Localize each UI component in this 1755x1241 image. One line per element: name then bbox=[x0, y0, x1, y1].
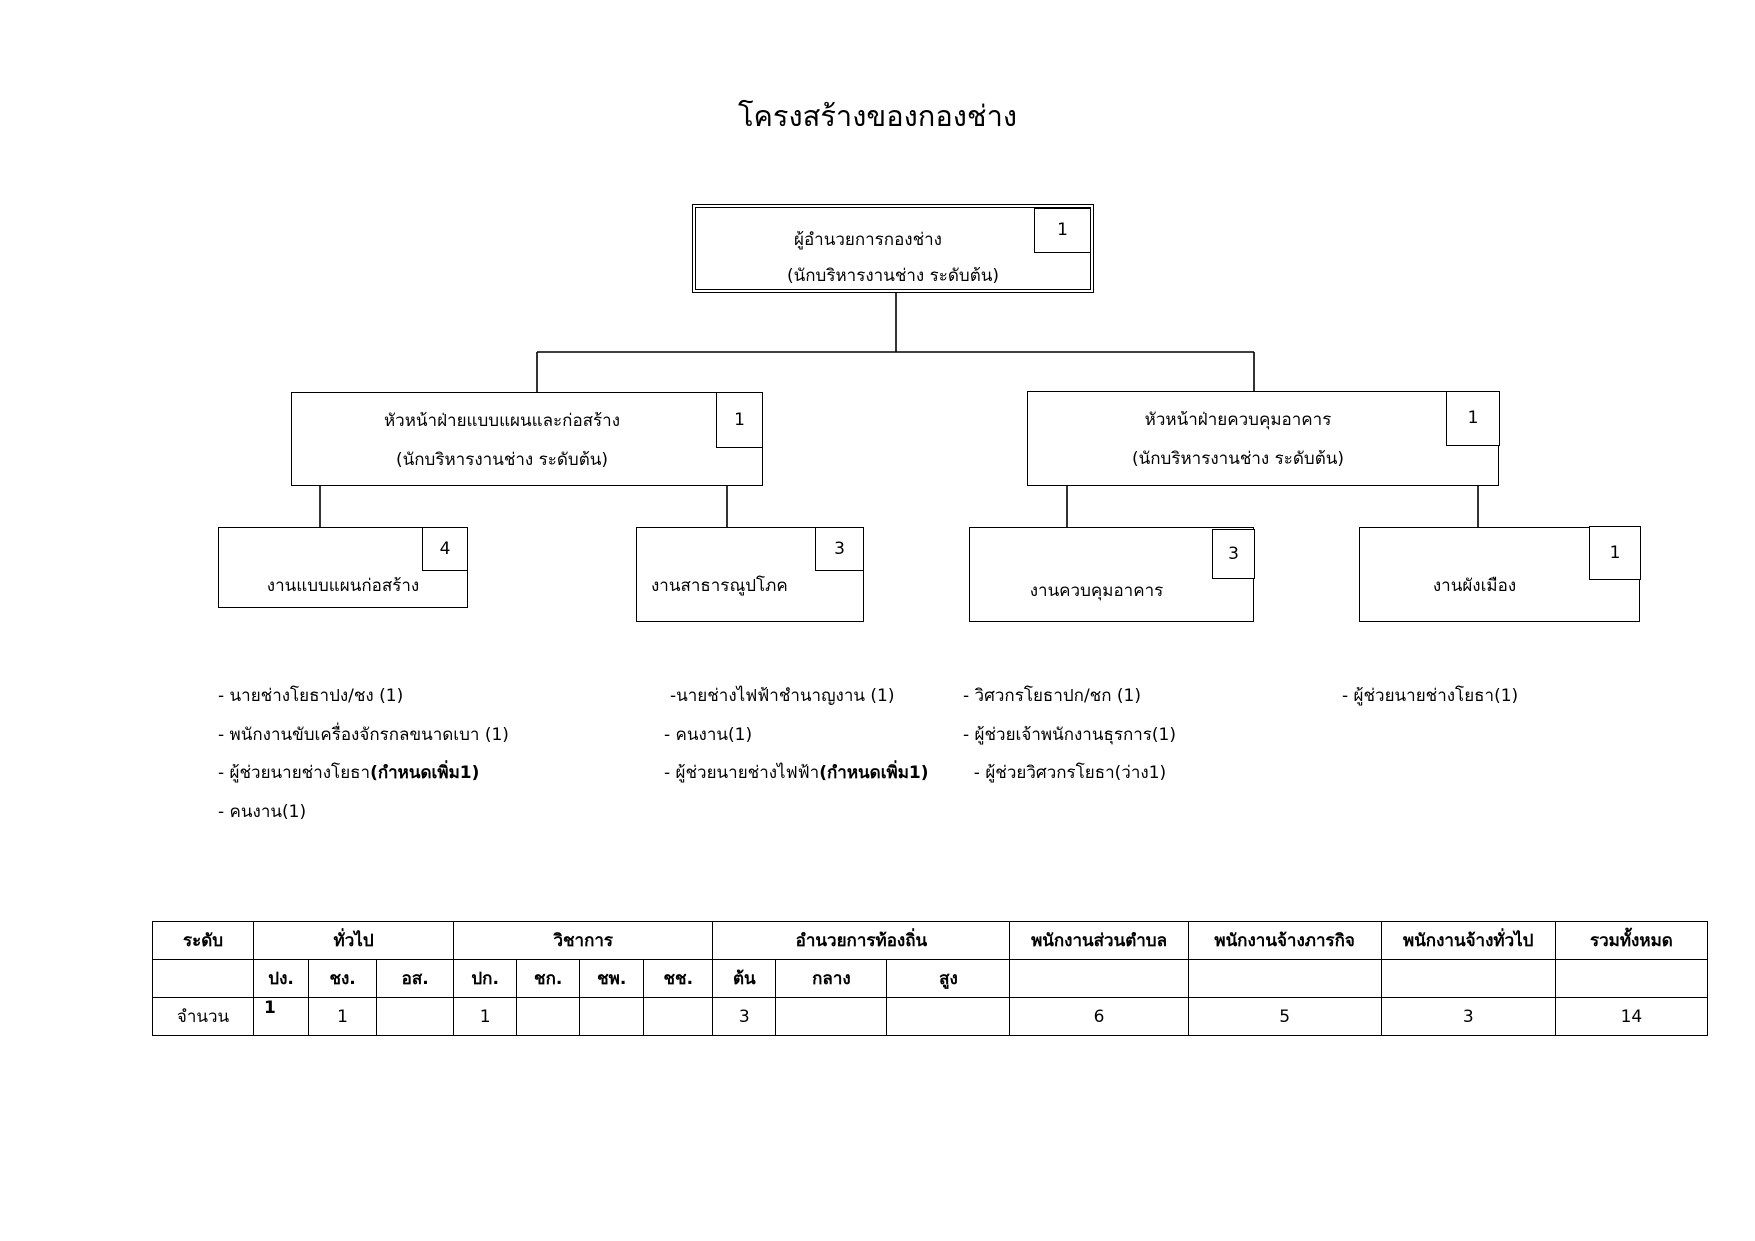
row-label: จำนวน bbox=[151, 997, 255, 1036]
header-mission-employee: พนักงานจ้างภารกิจ bbox=[1187, 921, 1382, 960]
subheader-cell: ชก. bbox=[516, 959, 581, 998]
head-count: 1 bbox=[1446, 391, 1500, 446]
unit-count: 3 bbox=[815, 527, 864, 571]
subheader-cell: อส. bbox=[376, 959, 455, 998]
table-cell bbox=[643, 997, 714, 1036]
head-box-design: หัวหน้าฝ่ายแบบแผนและก่อสร้าง (นักบริหารง… bbox=[291, 392, 763, 486]
position-item: -นายช่างไฟฟ้าชำนาญงาน (1) bbox=[670, 686, 895, 706]
subheader-cell bbox=[1380, 959, 1556, 998]
table-subheader-row: ปง. ชง. อส. ปก. ชก. ชพ. ชช. ต้น กลาง สูง bbox=[151, 959, 1709, 998]
position-item: - ผู้ช่วยเจ้าพนักงานธุรการ(1) bbox=[963, 724, 1177, 745]
position-item: - ผู้ช่วยนายช่างไฟฟ้า(กำหนดเพิ่ม1) bbox=[664, 763, 929, 783]
unit-label: งานควบคุมอาคาร bbox=[1029, 581, 1164, 601]
subheader-cell bbox=[1187, 959, 1382, 998]
unit-count: 3 bbox=[1212, 529, 1255, 579]
head-subtitle: (นักบริหารงานช่าง ระดับต้น) bbox=[396, 450, 608, 470]
header-subdistrict-staff: พนักงานส่วนตำบล bbox=[1009, 921, 1189, 960]
head-box-building-control: หัวหน้าฝ่ายควบคุมอาคาร (นักบริหารงานช่าง… bbox=[1027, 391, 1500, 486]
table-cell: 1 bbox=[253, 997, 310, 1036]
position-item: - นายช่างโยธาปง/ชง (1) bbox=[218, 686, 404, 706]
position-item: - คนงาน(1) bbox=[664, 724, 753, 745]
unit-label: งานสาธารณูปโภค bbox=[651, 576, 788, 596]
table-cell: 5 bbox=[1187, 997, 1382, 1036]
subheader-cell: ต้น bbox=[712, 959, 777, 998]
head-count: 1 bbox=[716, 392, 763, 448]
positions-building-control: - วิศวกรโยธาปก/ชก (1) - ผู้ช่วยเจ้าพนักง… bbox=[963, 684, 1176, 800]
head-subtitle: (นักบริหารงานช่าง ระดับต้น) bbox=[1132, 449, 1344, 469]
positions-town-planning: - ผู้ช่วยนายช่างโยธา(1) bbox=[1342, 684, 1518, 723]
table-row: จำนวน 1 1 1 3 6 5 3 14 bbox=[151, 997, 1709, 1036]
subheader-cell: ชง. bbox=[308, 959, 378, 998]
header-local-director: อำนวยการท้องถิ่น bbox=[712, 921, 1011, 960]
staff-summary-table: ระดับ ทั่วไป วิชาการ อำนวยการท้องถิ่น พน… bbox=[151, 921, 1709, 1036]
header-general-employee: พนักงานจ้างทั่วไป bbox=[1380, 921, 1556, 960]
header-academic: วิชาการ bbox=[453, 921, 714, 960]
position-item: - วิศวกรโยธาปก/ชก (1) bbox=[963, 686, 1141, 706]
unit-box-town-planning: งานผังเมือง 1 bbox=[1359, 526, 1641, 622]
table-header-row: ระดับ ทั่วไป วิชาการ อำนวยการท้องถิ่น พน… bbox=[151, 921, 1709, 960]
head-title: หัวหน้าฝ่ายควบคุมอาคาร bbox=[1144, 410, 1332, 430]
header-level: ระดับ bbox=[151, 921, 255, 960]
page-title: โครงสร้างของกองช่าง bbox=[737, 99, 1018, 133]
subheader-cell: ปง. bbox=[253, 959, 310, 998]
positions-design-construction: - นายช่างโยธาปง/ชง (1) - พนักงานขับเครื่… bbox=[218, 684, 509, 838]
table-cell: 1 bbox=[308, 997, 378, 1036]
position-item: - ผู้ช่วยวิศวกรโยธา(ว่าง1) bbox=[963, 763, 1167, 783]
unit-label: งานแบบแผนก่อสร้าง bbox=[266, 576, 420, 596]
subheader-cell: กลาง bbox=[775, 959, 888, 998]
table-cell bbox=[886, 997, 1011, 1036]
director-box: ผู้อำนวยการกองช่าง (นักบริหารงานช่าง ระด… bbox=[692, 204, 1094, 293]
position-item: - พนักงานขับเครื่องจักรกลขนาดเบา (1) bbox=[218, 724, 509, 745]
subheader-cell: ปก. bbox=[453, 959, 518, 998]
unit-count: 1 bbox=[1589, 526, 1641, 580]
unit-box-building-control: งานควบคุมอาคาร 3 bbox=[969, 527, 1255, 622]
table-cell: 1 bbox=[453, 997, 518, 1036]
subheader-cell bbox=[151, 959, 255, 998]
table-cell: 3 bbox=[1380, 997, 1556, 1036]
director-count: 1 bbox=[1034, 208, 1091, 253]
position-item: - คนงาน(1) bbox=[218, 801, 307, 822]
table-cell bbox=[516, 997, 581, 1036]
table-cell bbox=[579, 997, 645, 1036]
table-cell: 14 bbox=[1554, 997, 1709, 1036]
position-item: - ผู้ช่วยนายช่างโยธา(1) bbox=[1342, 686, 1519, 706]
head-title: หัวหน้าฝ่ายแบบแผนและก่อสร้าง bbox=[383, 411, 621, 431]
subheader-cell bbox=[1009, 959, 1189, 998]
director-subtitle: (นักบริหารงานช่าง ระดับต้น) bbox=[787, 266, 999, 286]
unit-box-public-utilities: งานสาธารณูปโภค 3 bbox=[636, 527, 864, 622]
unit-count: 4 bbox=[422, 527, 468, 571]
unit-box-design-construction: งานแบบแผนก่อสร้าง 4 bbox=[218, 527, 468, 608]
table-cell: 3 bbox=[712, 997, 777, 1036]
unit-label: งานผังเมือง bbox=[1432, 576, 1517, 596]
subheader-cell bbox=[1554, 959, 1709, 998]
subheader-cell: สูง bbox=[886, 959, 1011, 998]
position-item: - ผู้ช่วยนายช่างโยธา(กำหนดเพิ่ม1) bbox=[218, 763, 480, 783]
table-cell bbox=[775, 997, 888, 1036]
header-total: รวมทั้งหมด bbox=[1554, 921, 1709, 960]
header-general: ทั่วไป bbox=[253, 921, 455, 960]
table-cell bbox=[376, 997, 455, 1036]
positions-public-utilities: -นายช่างไฟฟ้าชำนาญงาน (1) - คนงาน(1) - ผ… bbox=[664, 684, 929, 800]
director-title: ผู้อำนวยการกองช่าง bbox=[793, 230, 942, 250]
subheader-cell: ชช. bbox=[643, 959, 714, 998]
table-cell: 6 bbox=[1009, 997, 1189, 1036]
subheader-cell: ชพ. bbox=[579, 959, 645, 998]
